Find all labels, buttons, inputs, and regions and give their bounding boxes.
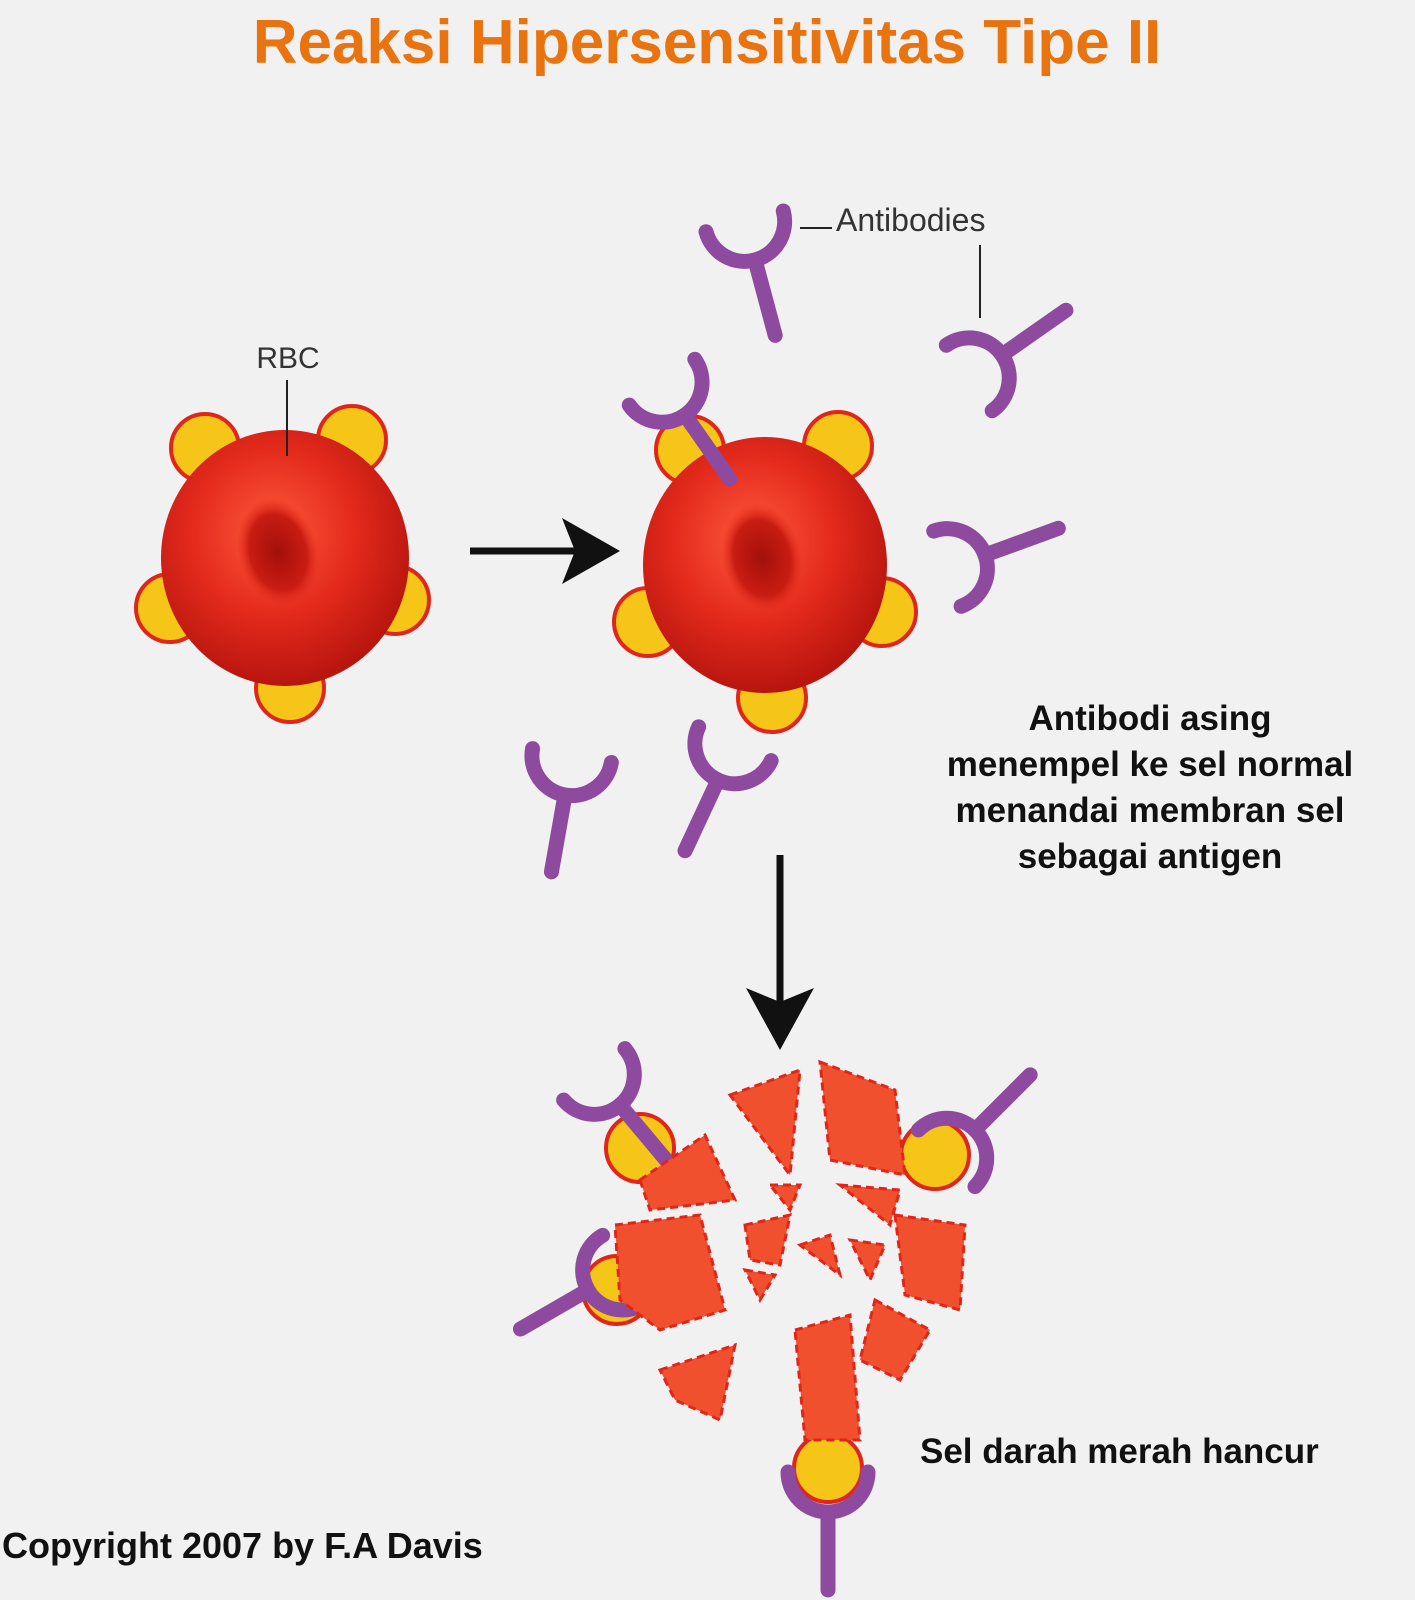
rbc-destroyed (500, 1047, 1058, 1590)
cell-fragment (613, 1059, 967, 1442)
rbc-normal (134, 404, 431, 724)
diagram-title: Reaksi Hipersensitivitas Tipe II (253, 8, 1162, 77)
caption-line: menempel ke sel normal (947, 745, 1354, 784)
antibody (649, 727, 771, 868)
arrow-down (746, 855, 814, 1050)
caption-line: menandai membran sel (955, 791, 1344, 830)
antibody (934, 491, 1072, 607)
arrow-right (470, 518, 620, 584)
rbc-with-antibodies (612, 359, 918, 734)
caption-step3: Sel darah merah hancur (920, 1432, 1319, 1471)
copyright-text: Copyright 2007 by F.A Davis (2, 1525, 483, 1566)
antibodies-label: Antibodies (836, 202, 985, 238)
antibody (946, 277, 1089, 410)
antibody (512, 749, 611, 879)
rbc-label: RBC (256, 342, 319, 375)
caption-step2: Antibodi asing menempel ke sel normal me… (947, 699, 1354, 876)
caption-line: sebagai antigen (1018, 837, 1283, 876)
antibody (706, 211, 814, 346)
caption-line: Antibodi asing (1028, 699, 1271, 738)
